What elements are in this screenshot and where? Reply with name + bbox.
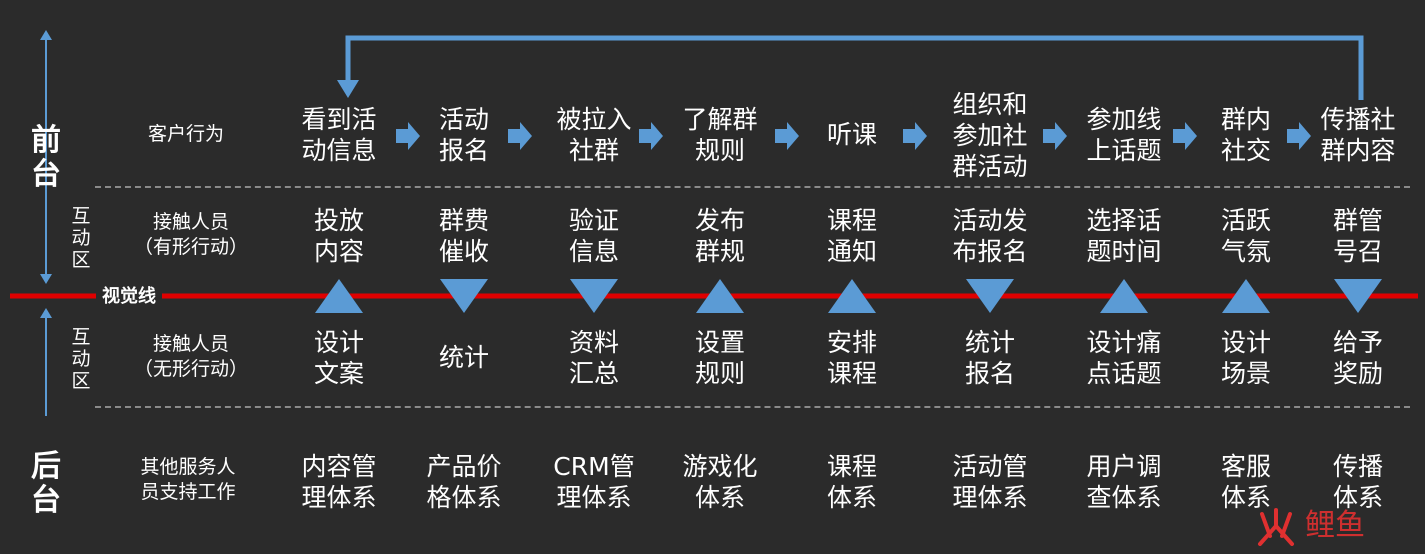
flow-triangle-down-icon <box>570 279 618 313</box>
invisible-action-4: 设置 规则 <box>694 328 745 388</box>
front-axis-arrow <box>40 30 52 284</box>
support-system-5: 课程 体系 <box>826 452 877 512</box>
visible-action-6: 活动发 布报名 <box>952 206 1028 266</box>
back-axis-arrow <box>40 308 52 416</box>
customer-action-7: 参加线 上话题 <box>1086 105 1162 165</box>
flow-triangle-up-icon <box>1222 279 1270 313</box>
chevron-right-icon <box>1043 122 1067 150</box>
flow-triangle-up-icon <box>1100 279 1148 313</box>
flow-triangle-down-icon <box>966 279 1014 313</box>
customer-action-5: 听课 <box>826 120 877 149</box>
customer-action-8: 群内 社交 <box>1220 105 1271 165</box>
invisible-action-5: 安排 课程 <box>826 328 877 388</box>
customer-action-1: 看到活 动信息 <box>301 105 377 165</box>
visible-action-9: 群管 号召 <box>1332 206 1383 266</box>
support-system-7: 用户调 查体系 <box>1086 452 1162 512</box>
customer-action-2: 活动 报名 <box>438 105 489 165</box>
watermark-text: 鲤鱼 <box>1305 508 1365 543</box>
watermark-logo <box>1258 508 1294 546</box>
visible-action-7: 选择话 题时间 <box>1086 206 1162 266</box>
back-stage-label: 后 台 <box>31 449 61 518</box>
customer-action-6: 组织和 参加社 群活动 <box>952 90 1028 181</box>
chevron-right-icon <box>396 122 420 150</box>
invisible-action-2: 统计 <box>438 343 489 372</box>
customer-action-4: 了解群 规则 <box>682 105 758 165</box>
chevron-right-icon <box>1287 122 1311 150</box>
support-system-1: 内容管 理体系 <box>301 452 377 512</box>
invisible-action-3: 资料 汇总 <box>568 328 619 388</box>
invisible-action-7: 设计痛 点话题 <box>1086 328 1162 388</box>
visibility-line-label: 视觉线 <box>96 286 162 308</box>
invisible-action-8: 设计 场景 <box>1220 328 1271 388</box>
visible-action-5: 课程 通知 <box>826 206 877 266</box>
interaction-zone-label-top: 互 动 区 <box>71 205 91 271</box>
row-label-visible: 接触人员 （有形行动） <box>133 211 248 258</box>
invisible-action-6: 统计 报名 <box>964 328 1015 388</box>
visible-action-8: 活跃 气氛 <box>1220 206 1271 266</box>
customer-action-3: 被拉入 社群 <box>556 105 632 165</box>
chevron-right-icon <box>639 122 663 150</box>
support-system-8: 客服 体系 <box>1220 452 1271 512</box>
separator-support <box>95 406 1410 408</box>
separator-customer <box>95 186 1410 188</box>
visible-action-1: 投放 内容 <box>313 206 364 266</box>
flow-triangle-up-icon <box>696 279 744 313</box>
chevron-right-icon <box>508 122 532 150</box>
invisible-action-1: 设计 文案 <box>313 328 364 388</box>
interaction-zone-label-bottom: 互 动 区 <box>71 326 91 392</box>
row-label-customer: 客户行为 <box>147 123 224 145</box>
support-system-6: 活动管 理体系 <box>952 452 1028 512</box>
flow-triangle-up-icon <box>315 279 363 313</box>
flow-triangle-down-icon <box>1334 279 1382 313</box>
chevron-right-icon <box>775 122 799 150</box>
customer-action-9: 传播社 群内容 <box>1320 105 1396 165</box>
row-label-invisible: 接触人员 （无形行动） <box>133 333 248 380</box>
chevron-right-icon <box>903 122 927 150</box>
visible-action-2: 群费 催收 <box>438 206 489 266</box>
support-system-2: 产品价 格体系 <box>426 452 502 512</box>
front-stage-label: 前 台 <box>31 123 61 192</box>
support-system-3: CRM管 理体系 <box>553 452 635 512</box>
flow-triangle-down-icon <box>440 279 488 313</box>
support-system-4: 游戏化 体系 <box>682 452 758 512</box>
visible-action-4: 发布 群规 <box>694 206 745 266</box>
visible-action-3: 验证 信息 <box>568 206 619 266</box>
invisible-action-9: 给予 奖励 <box>1332 328 1383 388</box>
row-label-support: 其他服务人 员支持工作 <box>140 456 236 503</box>
feedback-loop-arrow <box>337 35 1364 100</box>
flow-triangle-up-icon <box>828 279 876 313</box>
chevron-right-icon <box>1173 122 1197 150</box>
support-system-9: 传播 体系 <box>1332 452 1383 512</box>
